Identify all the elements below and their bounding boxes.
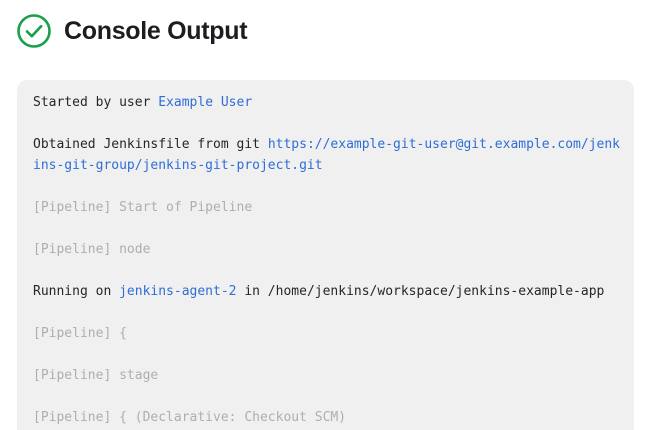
console-log-text: Started by user Example User Obtained Je…: [33, 92, 620, 430]
console-log-line: Running on jenkins-agent-2 in /home/jenk…: [33, 281, 620, 302]
console-log-link[interactable]: jenkins-agent-2: [119, 284, 237, 299]
console-log-muted-text: [Pipeline] { (Declarative: Checkout SCM): [33, 410, 347, 425]
console-log-text-segment: in /home/jenkins/workspace/jenkins-examp…: [236, 284, 605, 299]
console-output-panel[interactable]: Started by user Example User Obtained Je…: [17, 80, 634, 430]
console-log-muted-text: [Pipeline] node: [33, 242, 151, 257]
console-log-text-segment: Started by user: [33, 95, 159, 110]
check-circle-icon: [17, 14, 51, 48]
console-log-muted-text: [Pipeline] stage: [33, 368, 159, 383]
console-log-text-segment: Running on: [33, 284, 120, 299]
console-log-line: [Pipeline] {: [33, 323, 620, 344]
page-title: Console Output: [64, 16, 248, 45]
console-log-line: [Pipeline] { (Declarative: Checkout SCM): [33, 407, 620, 428]
console-log-link[interactable]: Example User: [158, 95, 253, 110]
console-log-line: [Pipeline] Start of Pipeline: [33, 197, 620, 218]
console-log-line: Started by user Example User: [33, 92, 620, 113]
console-log-muted-text: [Pipeline] Start of Pipeline: [33, 200, 253, 215]
page-header: Console Output: [0, 0, 650, 48]
console-log-muted-text: [Pipeline] {: [33, 326, 127, 341]
console-log-line: [Pipeline] stage: [33, 365, 620, 386]
console-log-line: Obtained Jenkinsfile from git https://ex…: [33, 134, 620, 176]
console-log-line: [Pipeline] node: [33, 239, 620, 260]
console-log-text-segment: Obtained Jenkinsfile from git: [33, 137, 268, 152]
console-log-link[interactable]: https://example-git-user@git.example.com…: [33, 137, 621, 173]
